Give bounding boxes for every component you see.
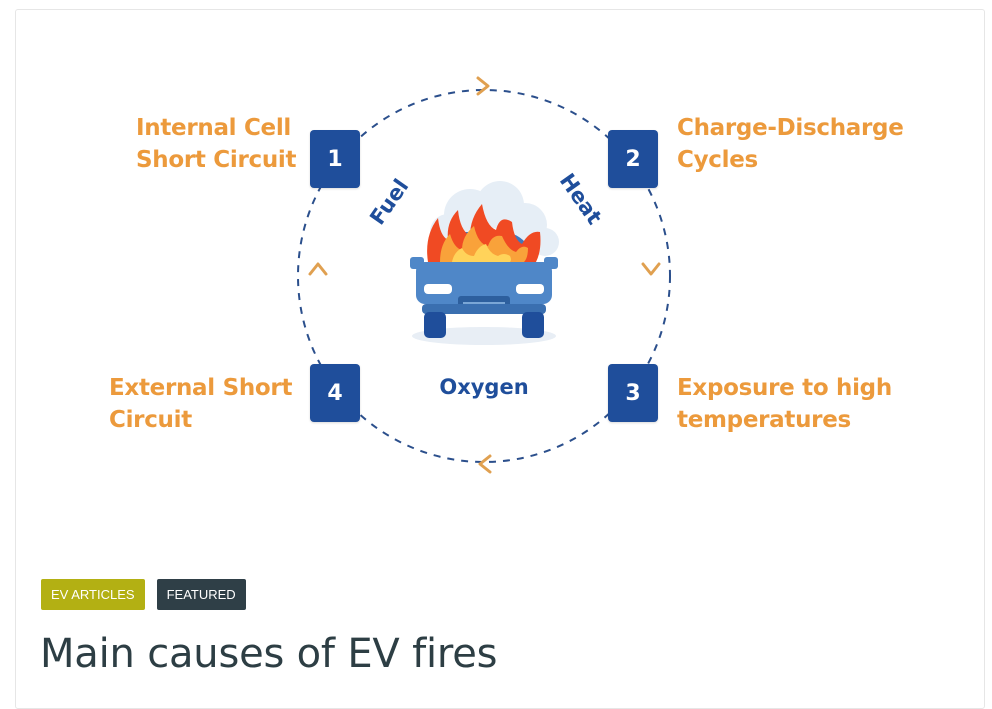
cause-label-2-line2: Cycles: [677, 147, 758, 173]
cause-label-3-line1: Exposure to high: [677, 375, 892, 401]
tag-ev-articles[interactable]: EV ARTICLES: [41, 579, 145, 610]
oxygen-label: Oxygen: [439, 375, 528, 399]
cause-number-2: 2: [608, 130, 658, 188]
cause-label-1: Internal Cell Short Circuit: [136, 112, 296, 176]
arrow-left-icon: [478, 454, 492, 474]
ev-fire-infographic[interactable]: Fuel Heat Oxygen 1 2 3 4 Internal Cell S…: [0, 0, 992, 540]
fire-icon: [427, 204, 541, 262]
tag-featured[interactable]: FEATURED: [156, 579, 246, 610]
arrow-up-icon: [308, 262, 328, 276]
arrow-right-icon: [476, 76, 490, 96]
cause-number-3: 3: [608, 364, 658, 422]
cause-number-4: 4: [310, 364, 360, 422]
ground-shadow: [412, 327, 556, 345]
cause-label-3-line2: temperatures: [677, 407, 851, 433]
arrow-down-icon: [641, 262, 661, 276]
post-tags: EV ARTICLES FEATURED: [41, 579, 246, 610]
cause-label-4-line2: Circuit: [109, 407, 192, 433]
cause-label-1-line1: Internal Cell: [136, 115, 292, 141]
cause-label-3: Exposure to high temperatures: [677, 372, 892, 436]
cause-label-1-line2: Short Circuit: [136, 147, 297, 173]
cause-label-4-line1: External Short: [109, 375, 293, 401]
cycle-dashed-circle: [297, 89, 671, 463]
cycle-diagram: Fuel Heat Oxygen: [297, 76, 671, 474]
cause-label-2: Charge-Discharge Cycles: [677, 112, 904, 176]
cause-label-4: External Short Circuit: [109, 372, 292, 436]
post-title[interactable]: Main causes of EV fires: [40, 631, 498, 677]
fuel-label: Fuel: [365, 175, 413, 229]
cause-number-1: 1: [310, 130, 360, 188]
cause-label-2-line1: Charge-Discharge: [677, 115, 904, 141]
heat-label: Heat: [555, 169, 607, 229]
